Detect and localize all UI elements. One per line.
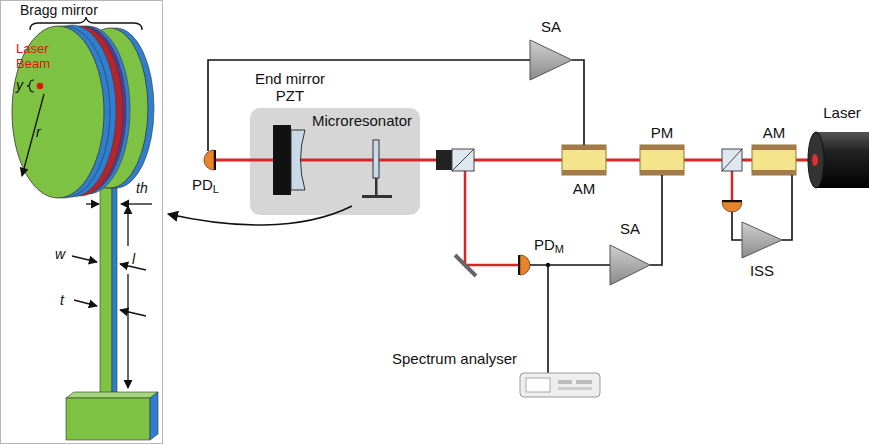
laser-aperture — [812, 154, 818, 166]
cantilever-layer — [112, 188, 117, 394]
analyser-button — [558, 380, 572, 384]
dimension-arrow — [86, 203, 99, 204]
part-label: Laser Beam — [16, 42, 66, 72]
subscript-label: L — [213, 183, 219, 196]
wire — [732, 212, 742, 240]
beam-splitter — [722, 149, 742, 171]
base-top — [66, 392, 158, 398]
part-label: Bragg mirror — [20, 2, 98, 18]
beam-splitter — [452, 149, 474, 171]
part-label: y — [16, 77, 23, 93]
part-label: t — [60, 292, 64, 308]
amplifier-symbol — [742, 222, 782, 258]
modulator — [640, 145, 684, 175]
dimension-arrow — [121, 203, 152, 204]
dimension-arrow — [72, 256, 97, 262]
laser-beam — [214, 159, 810, 162]
end-mirror — [291, 130, 305, 190]
laser-face — [808, 132, 824, 188]
photodiode-face — [214, 150, 216, 170]
microresonator-mount — [375, 178, 378, 196]
part-label: SA — [620, 220, 640, 237]
subscript-label: M — [555, 243, 564, 256]
zoom-arrow — [168, 206, 352, 225]
dimension-arrow — [22, 94, 44, 176]
part-label: Microresonator — [312, 112, 412, 129]
dimension-arrow — [127, 274, 128, 388]
analyser-button — [558, 387, 592, 390]
mirror-disc — [12, 26, 104, 198]
part-label: l — [132, 251, 135, 267]
microresonator — [373, 140, 379, 178]
wire — [547, 265, 549, 373]
laser-beam — [464, 171, 467, 265]
analyser-button — [576, 380, 592, 384]
beam-splitter — [722, 149, 742, 171]
photodiode-face — [722, 200, 742, 202]
modulator — [752, 145, 796, 175]
modulator-electrode — [562, 170, 606, 175]
photodiode — [204, 150, 214, 170]
modulator-electrode — [752, 145, 796, 150]
cantilever-stem — [100, 188, 112, 394]
laser-beam — [731, 171, 734, 201]
part-label: w — [55, 246, 65, 262]
amplifier-symbol — [610, 245, 650, 285]
part-label: End mirror PZT — [240, 70, 340, 105]
modulator-electrode — [640, 170, 684, 175]
beam-splitter — [452, 149, 474, 171]
part-label: Spectrum analyser — [392, 350, 517, 367]
photodiode — [520, 255, 530, 275]
wire — [208, 60, 530, 151]
part-label: PD — [534, 236, 555, 253]
part-label: AM — [573, 180, 596, 197]
photodiode — [722, 202, 742, 212]
wire — [572, 60, 584, 145]
dimension-arrow — [127, 206, 128, 246]
pzt — [273, 125, 291, 195]
dimension-arrow — [120, 310, 146, 316]
modulator-electrode — [562, 145, 606, 150]
part-label: th — [136, 180, 148, 196]
base-block — [66, 398, 150, 440]
part-label: r — [36, 124, 41, 140]
amplifier-symbol — [530, 40, 572, 80]
modulator-electrode — [640, 145, 684, 150]
part-label: Laser — [823, 104, 861, 121]
isolator — [436, 150, 452, 170]
modulator-electrode — [752, 170, 796, 175]
wire — [530, 264, 610, 266]
dimension-arrow — [74, 300, 97, 306]
part-label: AM — [763, 124, 786, 141]
spectrum-analyser-icon — [520, 373, 600, 397]
photodiode-face — [518, 255, 520, 275]
mirror — [455, 255, 476, 276]
part-label: PD — [192, 176, 213, 193]
wire — [782, 175, 792, 240]
microresonator-mount — [362, 195, 392, 198]
wire — [650, 175, 662, 265]
analyser-screen — [526, 378, 550, 392]
part-label: PM — [651, 124, 674, 141]
base-side — [150, 392, 158, 440]
dimension-brace — [27, 80, 34, 92]
panel-frame — [1, 1, 163, 444]
modulator — [562, 145, 606, 175]
laser-spot — [37, 83, 43, 89]
part-label: ISS — [750, 262, 774, 279]
laser-beam — [465, 264, 519, 267]
part-label: SA — [541, 18, 561, 35]
